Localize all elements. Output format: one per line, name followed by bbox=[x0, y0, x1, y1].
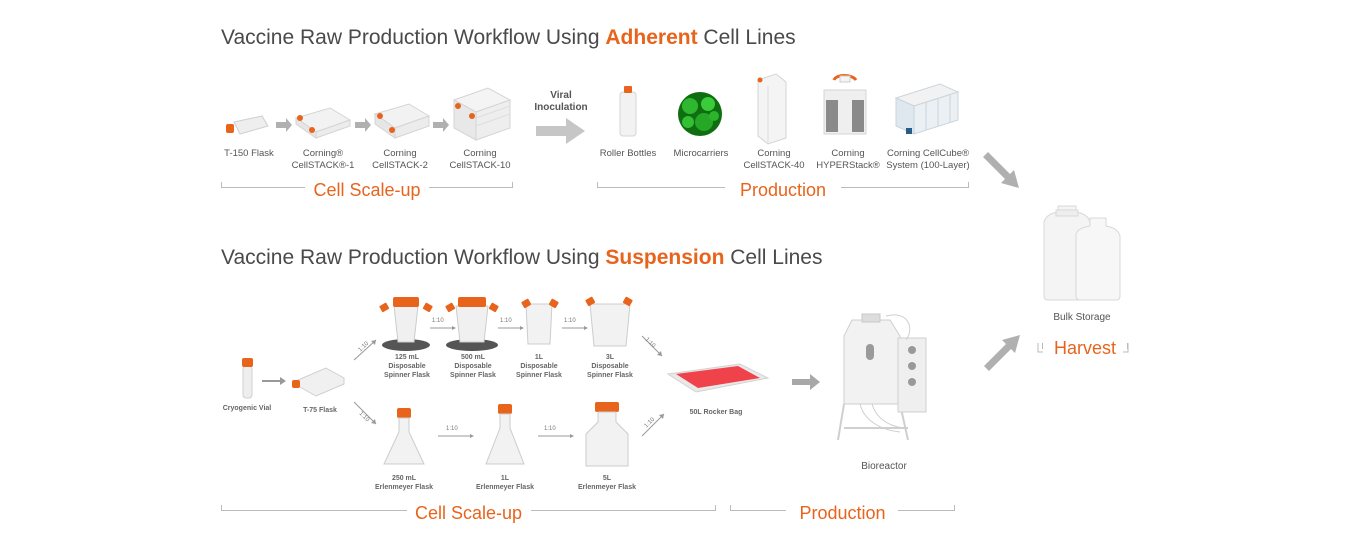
erlenmeyer-5l-icon bbox=[585, 402, 629, 467]
arrow-icon bbox=[433, 118, 449, 132]
spinner-1l-icon bbox=[521, 298, 559, 345]
spinner-label: 500 mL Disposable Spinner Flask bbox=[450, 354, 496, 379]
section-production: Production bbox=[739, 180, 827, 200]
spinner-label: 125 mL Disposable Spinner Flask bbox=[384, 354, 430, 379]
cellstack2-icon bbox=[373, 103, 431, 139]
arrow-icon bbox=[792, 374, 820, 390]
item-label: T-150 Flask bbox=[224, 148, 274, 159]
suspension-title-highlight: Suspension bbox=[605, 246, 725, 269]
section-production: Production bbox=[799, 503, 886, 523]
spinner-label: 1L Disposable Spinner Flask bbox=[516, 354, 562, 379]
spinner-3l-icon bbox=[585, 296, 633, 347]
t75-flask-label: T-75 Flask bbox=[303, 407, 337, 414]
spinner-125ml-icon bbox=[379, 297, 433, 351]
arrow-icon bbox=[570, 434, 574, 438]
bioreactor-label: Bioreactor bbox=[861, 461, 907, 472]
arrow-icon bbox=[520, 326, 524, 330]
adherent-title-prefix: Vaccine Raw Production Workflow Using bbox=[221, 26, 606, 49]
ratio-label: 1:10 bbox=[446, 426, 458, 432]
viral-inoculation-label: Viral Inoculation bbox=[534, 90, 588, 113]
item-label: Roller Bottles bbox=[599, 148, 657, 159]
scaleup-bracket bbox=[221, 181, 513, 195]
section-cell-scaleup: Cell Scale-up bbox=[414, 503, 523, 523]
section-cell-scaleup: Cell Scale-up bbox=[313, 180, 421, 200]
spinner-500ml-icon bbox=[445, 297, 499, 351]
cellstack10-icon bbox=[452, 87, 512, 141]
suspension-title-prefix: Vaccine Raw Production Workflow Using bbox=[221, 246, 606, 269]
cryogenic-vial-icon bbox=[242, 358, 253, 399]
item-label: Microcarriers bbox=[673, 148, 729, 159]
erlenmeyer-250ml-icon bbox=[383, 408, 425, 465]
viral-inoculation-arrow-icon bbox=[536, 118, 585, 144]
arrow-icon bbox=[657, 351, 662, 356]
item-label: Corning CellSTACK-10 bbox=[449, 148, 511, 171]
cryogenic-vial-label: Cryogenic Vial bbox=[222, 405, 272, 412]
arrow-icon bbox=[371, 419, 376, 424]
cellstack40-icon bbox=[757, 73, 787, 145]
bulk-storage-label: Bulk Storage bbox=[1053, 312, 1111, 323]
erlenmeyer-label: 250 mL Erlenmeyer Flask bbox=[375, 475, 433, 491]
adherent-title-suffix: Cell Lines bbox=[697, 26, 796, 49]
hyperstack-icon bbox=[823, 74, 867, 135]
suspension-title: Vaccine Raw Production Workflow Using Su… bbox=[221, 246, 822, 270]
ratio-label: 1:10 bbox=[544, 426, 556, 432]
item-label: Corning HYPERStack® bbox=[816, 148, 880, 171]
section-harvest: Harvest bbox=[1053, 338, 1116, 358]
item-label: Corning CellCube® System (100-Layer) bbox=[886, 148, 970, 171]
item-label: Corning CellSTACK-2 bbox=[372, 148, 428, 171]
ratio-label: 1:10 bbox=[564, 318, 576, 324]
t75-flask-icon bbox=[292, 367, 345, 397]
erlenmeyer-label: 5L Erlenmeyer Flask bbox=[578, 475, 636, 491]
adherent-title: Vaccine Raw Production Workflow Using Ad… bbox=[221, 26, 796, 50]
adherent-title-highlight: Adherent bbox=[605, 26, 698, 49]
scaleup-bracket bbox=[221, 504, 716, 518]
erlenmeyer-label: 1L Erlenmeyer Flask bbox=[476, 475, 534, 491]
arrow-icon bbox=[276, 118, 292, 132]
production-bracket bbox=[730, 504, 955, 518]
arrow-icon bbox=[584, 326, 588, 330]
ratio-label: 1:10 bbox=[432, 318, 444, 324]
bulk-storage-icon bbox=[1043, 205, 1121, 301]
production-bracket bbox=[597, 181, 969, 195]
arrow-icon bbox=[355, 118, 371, 132]
arrow-to-harvest-icon bbox=[984, 335, 1020, 371]
item-label: Corning CellSTACK-40 bbox=[743, 148, 805, 171]
arrow-icon bbox=[371, 340, 376, 345]
roller-bottle-icon bbox=[619, 86, 637, 137]
arrow-to-harvest-icon bbox=[983, 152, 1019, 188]
arrow-icon bbox=[470, 434, 474, 438]
cellstack1-icon bbox=[294, 107, 352, 139]
arrow-icon bbox=[659, 414, 664, 419]
item-label: Corning® CellSTACK®-1 bbox=[291, 148, 355, 171]
rocker-bag-icon bbox=[666, 363, 770, 393]
ratio-label: 1:10 bbox=[500, 318, 512, 324]
arrow-icon bbox=[262, 377, 286, 385]
cellcube-icon bbox=[894, 83, 960, 135]
rocker-bag-label: 50L Rocker Bag bbox=[689, 409, 743, 416]
t150-flask-icon bbox=[226, 115, 269, 135]
spinner-label: 3L Disposable Spinner Flask bbox=[587, 354, 633, 379]
microcarriers-icon bbox=[678, 92, 722, 136]
erlenmeyer-1l-icon bbox=[485, 404, 525, 465]
bioreactor-icon bbox=[837, 313, 927, 441]
arrow-icon bbox=[452, 326, 456, 330]
suspension-title-suffix: Cell Lines bbox=[724, 246, 823, 269]
